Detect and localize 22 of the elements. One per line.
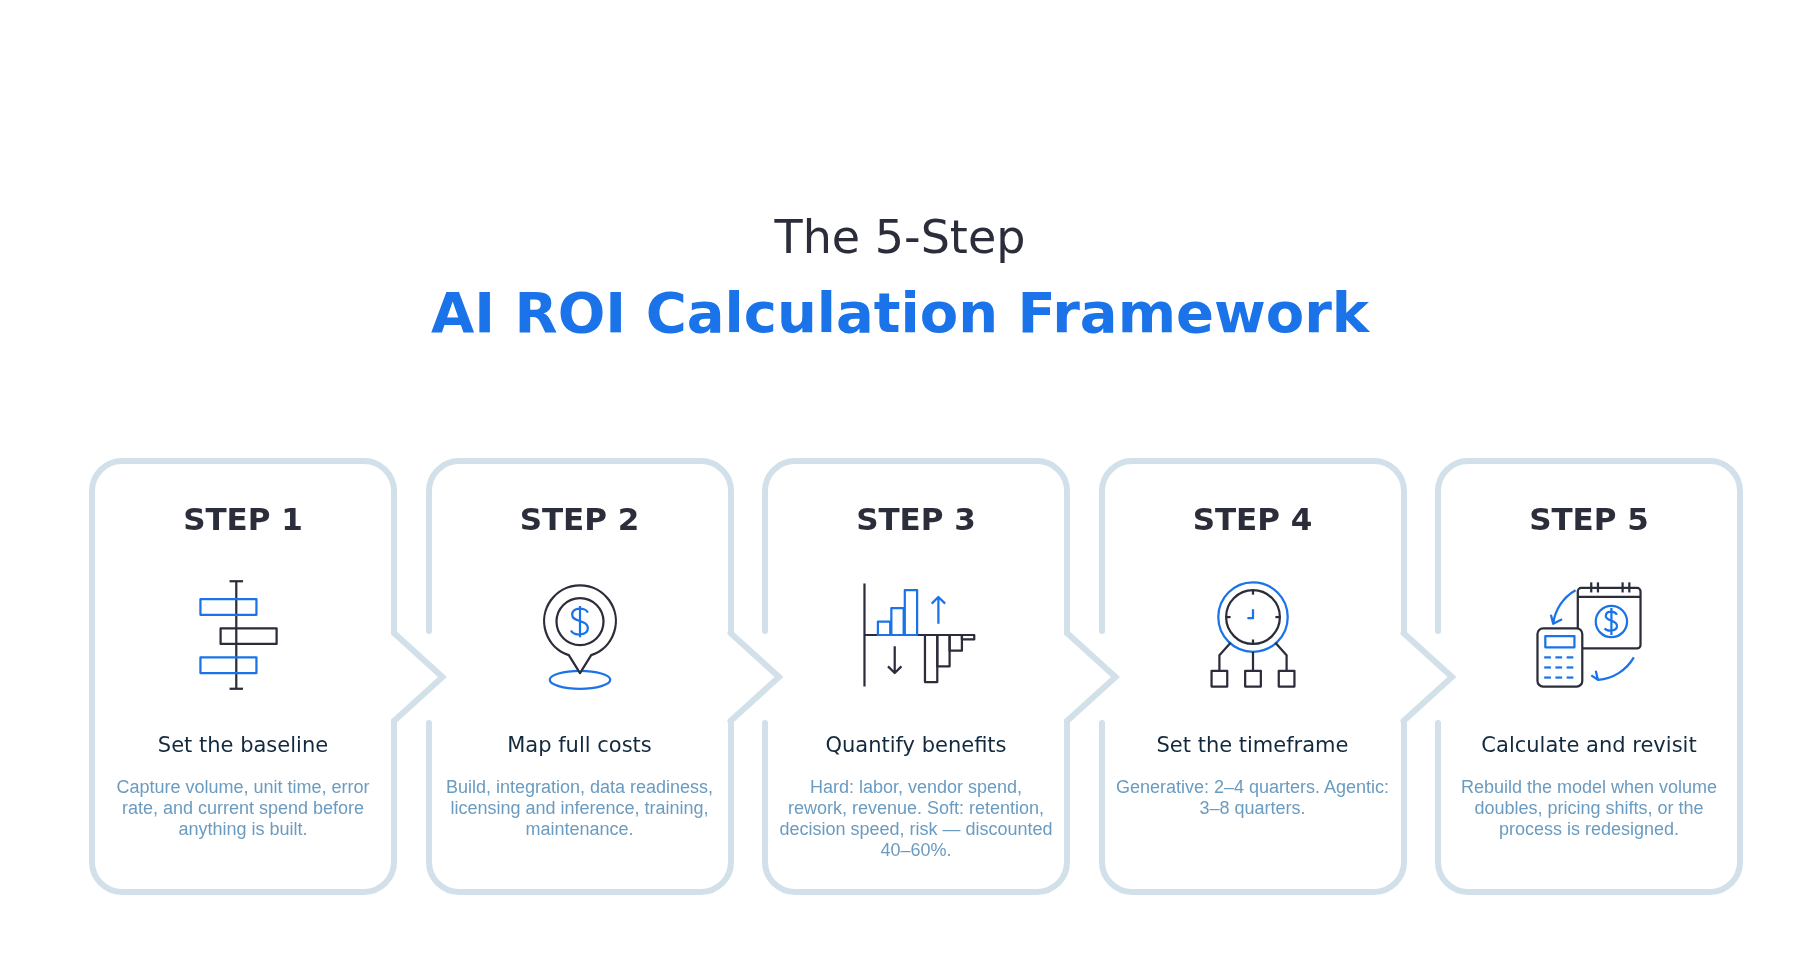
step-number: STEP 2 xyxy=(518,501,641,537)
step-number: STEP 5 xyxy=(1528,501,1650,537)
step-description: Rebuild the model when volume doubles, pricing shifts, or the process is redesigned. xyxy=(1459,777,1719,840)
step-card xyxy=(1101,461,1404,892)
step-card xyxy=(92,461,394,892)
step-card xyxy=(428,461,731,892)
step-number: STEP 1 xyxy=(182,501,304,537)
step-title: Map full costs xyxy=(506,733,653,757)
step-description: Capture volume, unit time, error rate, and current spend before anything is built. xyxy=(115,777,371,840)
step-title: Set the baseline xyxy=(156,733,330,757)
title: The 5-Step xyxy=(773,210,1027,264)
step-description: Build, integration, data readiness, licensing and inference, training, maintenance. xyxy=(444,777,715,840)
step-description: Generative: 2–4 quarters. Agentic: 3–8 quarters. xyxy=(1115,777,1390,819)
step-title: Set the timeframe xyxy=(1155,733,1350,757)
step-title: Quantify benefits xyxy=(824,733,1008,757)
step-number: STEP 3 xyxy=(855,501,977,537)
step-description: Hard: labor, vendor spend, rework, revenue. Soft: retention, decision speed, risk — discounted 40–60%. xyxy=(779,777,1053,861)
step-number: STEP 4 xyxy=(1191,501,1314,537)
title-highlight: AI ROI Calculation Framework xyxy=(429,280,1371,345)
step-card xyxy=(765,461,1067,892)
step-card xyxy=(1438,461,1740,892)
step-title: Calculate and revisit xyxy=(1480,733,1698,757)
